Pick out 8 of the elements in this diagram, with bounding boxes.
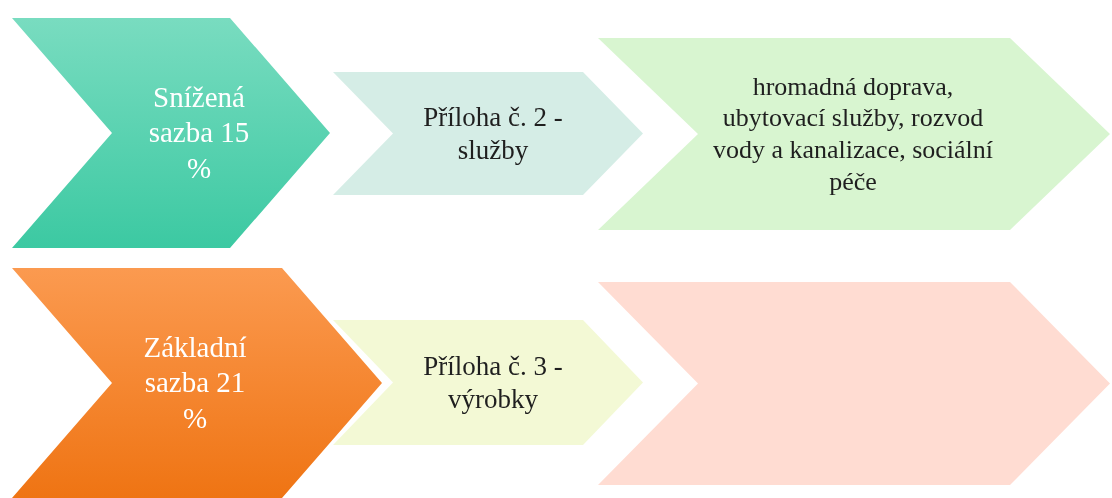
arrow-label: Příloha č. 3 - výrobky <box>422 349 564 416</box>
arrow-label: Příloha č. 2 - služby <box>422 100 564 167</box>
arrow-label: Snížená sazba 15 % <box>147 79 251 186</box>
arrow-label: Základní sazba 21 % <box>142 329 248 436</box>
arrow-label: hromadná doprava, ubytovací služby, rozvod vody a kanalizace, sociální péče <box>711 70 995 198</box>
chevron-shape <box>12 18 330 248</box>
chevron-shape <box>333 72 643 195</box>
chevron-shape <box>333 320 643 445</box>
